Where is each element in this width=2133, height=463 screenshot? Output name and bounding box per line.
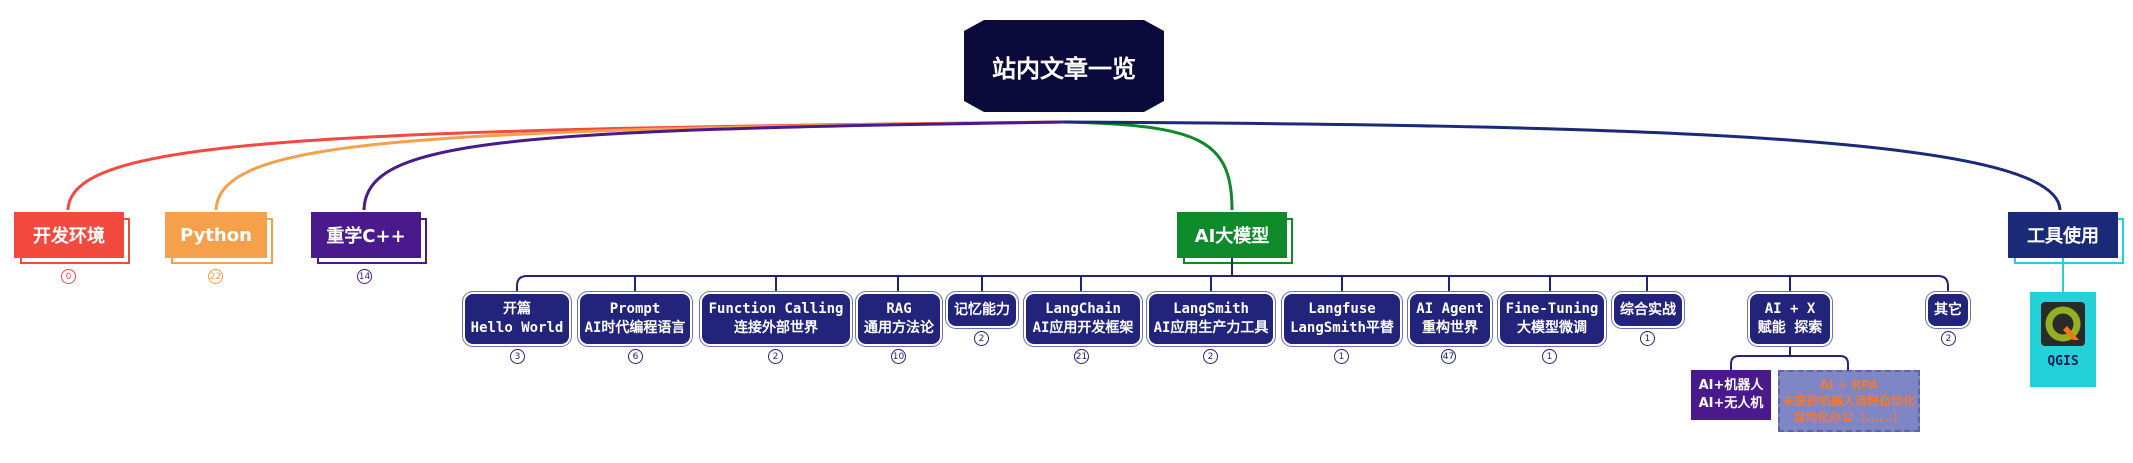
ai-x-rpa-node[interactable]: AI + RPA 未来的机器人流程自动化 自动化办公（......） — [1778, 370, 1920, 432]
ai-leaf-ai-agent[interactable]: AI Agent 重构世界 — [1410, 294, 1490, 344]
ai-leaf-rag[interactable]: RAG 通用方法论 — [858, 294, 940, 344]
count-badge-cpp: 14 — [357, 269, 372, 284]
leaf-line1: LangChain — [1045, 301, 1121, 317]
ai-leaf-fine-tuning[interactable]: Fine-Tuning 大模型微调 — [1500, 294, 1604, 344]
root-node-title[interactable]: 站内文章一览 — [964, 20, 1164, 112]
count-badge-ai-agent: 47 — [1441, 349, 1456, 364]
tool-qgis[interactable]: QGIS — [2030, 292, 2096, 387]
ai-leaf-kaipian[interactable]: 开篇 Hello World — [465, 294, 569, 344]
sub-line3: 自动化办公（......） — [1793, 410, 1905, 424]
ai-leaf-function-calling[interactable]: Function Calling 连接外部世界 — [702, 294, 850, 344]
leaf-line1: LangSmith — [1173, 301, 1249, 317]
leaf-line1: AI Agent — [1416, 301, 1484, 317]
sub-line2: 未来的机器人流程自动化 — [1782, 394, 1915, 408]
ai-leaf-ai-x[interactable]: AI + X 赋能 探索 — [1750, 294, 1830, 344]
link-root-ai — [1063, 120, 1234, 211]
leaf-line2: 赋能 探索 — [1757, 320, 1823, 336]
leaf-line1: Langfuse — [1308, 301, 1376, 317]
count-badge-prompt: 6 — [628, 349, 643, 364]
sub-line1: AI+机器人 — [1698, 378, 1764, 393]
count-badge-langfuse: 1 — [1334, 349, 1349, 364]
count-badge-langsmith: 2 — [1203, 349, 1218, 364]
leaf-line2: 大模型微调 — [1517, 320, 1587, 336]
leaf-line1: 记忆能力 — [954, 301, 1010, 318]
leaf-line2: AI应用生产力工具 — [1153, 320, 1269, 336]
leaf-line1: Function Calling — [708, 301, 844, 317]
link-root-cpp — [362, 120, 1065, 211]
ai-leaf-prompt[interactable]: Prompt AI时代编程语言 — [580, 294, 690, 344]
count-badge-dev-env: 0 — [61, 269, 76, 284]
leaf-line2: AI时代编程语言 — [584, 320, 686, 336]
leaf-line2: 连接外部世界 — [734, 320, 818, 336]
sub-line2: AI+无人机 — [1698, 396, 1764, 411]
ai-x-bracket — [1730, 344, 1849, 370]
leaf-line2: AI应用开发框架 — [1032, 320, 1134, 336]
qgis-label: QGIS — [2047, 354, 2079, 369]
leaf-line1: 开篇 — [503, 301, 531, 317]
ai-leaf-memory[interactable]: 记忆能力 — [948, 294, 1016, 326]
sub-line1: AI + RPA — [1819, 378, 1879, 392]
branch-cpp[interactable]: 重学C++ — [311, 212, 427, 264]
leaf-line2: 通用方法论 — [864, 320, 934, 336]
leaf-line1: 综合实战 — [1620, 301, 1676, 318]
ai-leaf-langsmith[interactable]: LangSmith AI应用生产力工具 — [1149, 294, 1273, 344]
count-badge-memory: 2 — [974, 331, 989, 346]
leaf-line1: 其它 — [1934, 301, 1962, 318]
count-badge-rag: 10 — [891, 349, 906, 364]
leaf-line1: Prompt — [609, 301, 661, 317]
branch-tools[interactable]: 工具使用 — [2008, 212, 2124, 264]
link-root-tools — [1063, 120, 2062, 211]
count-badge-kaipian: 3 — [510, 349, 525, 364]
link-root-python — [214, 120, 1065, 211]
ai-leaf-practice[interactable]: 综合实战 — [1614, 294, 1682, 326]
count-badge-python: 22 — [208, 269, 223, 284]
ai-leaf-others[interactable]: 其它 — [1928, 294, 1968, 326]
leaf-line1: AI + X — [1764, 301, 1816, 317]
branch-python[interactable]: Python — [165, 212, 273, 264]
count-badge-langchain: 21 — [1074, 349, 1089, 364]
count-badge-practice: 1 — [1640, 331, 1655, 346]
leaf-line1: Fine-Tuning — [1505, 301, 1599, 317]
leaf-line2: 重构世界 — [1422, 320, 1478, 336]
branch-ai[interactable]: AI大模型 — [1177, 212, 1293, 264]
leaf-line2: LangSmith平替 — [1290, 320, 1394, 336]
ai-leaf-bracket — [516, 256, 1949, 294]
ai-leaf-ticks — [634, 276, 1791, 294]
count-badge-fine-tuning: 1 — [1542, 349, 1557, 364]
ai-x-robot-node[interactable]: AI+机器人 AI+无人机 — [1691, 370, 1771, 420]
link-root-dev-env — [66, 120, 1065, 211]
leaf-line1: RAG — [886, 301, 912, 317]
qgis-logo-icon — [2041, 302, 2085, 346]
ai-leaf-langfuse[interactable]: Langfuse LangSmith平替 — [1284, 294, 1400, 344]
count-badge-function-calling: 2 — [768, 349, 783, 364]
ai-leaf-langchain[interactable]: LangChain AI应用开发框架 — [1026, 294, 1140, 344]
leaf-line2: Hello World — [470, 320, 564, 336]
count-badge-others: 2 — [1941, 331, 1956, 346]
branch-dev-env[interactable]: 开发环境 — [14, 212, 130, 264]
